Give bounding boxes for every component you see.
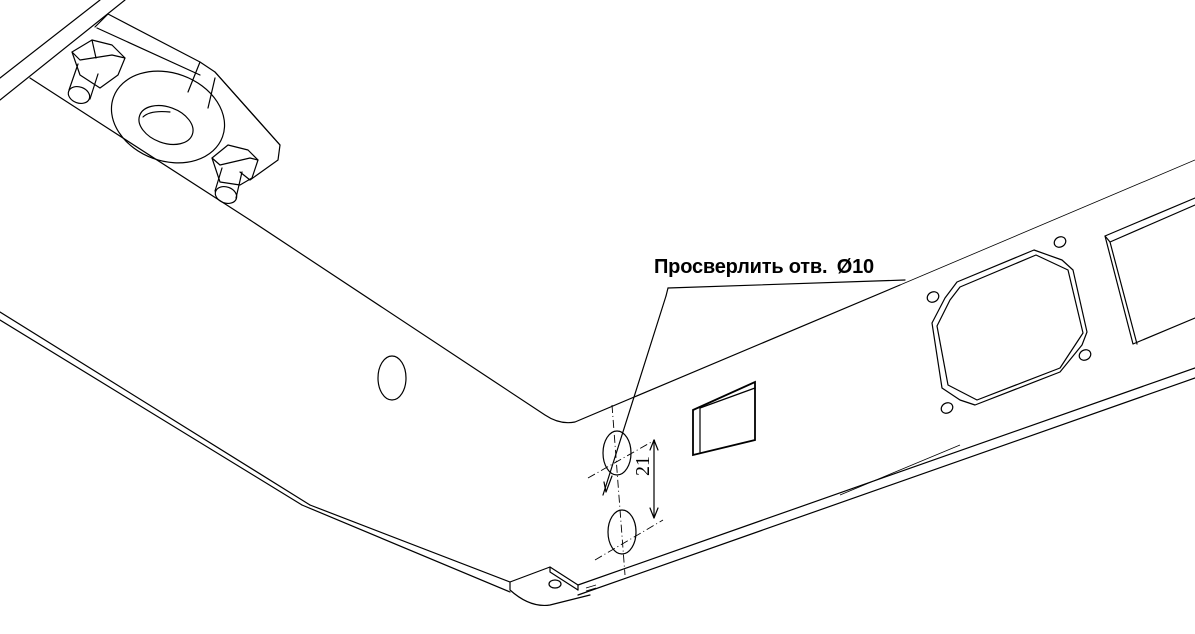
dimension-21 bbox=[649, 439, 659, 519]
diameter-symbol: Ø bbox=[836, 256, 853, 278]
bracket-with-bolts bbox=[67, 13, 281, 205]
annotation-label: Просверлить отв. bbox=[654, 256, 828, 278]
corner-tab bbox=[509, 566, 597, 607]
diameter-value: 10 bbox=[852, 256, 874, 278]
small-rectangular-cutout bbox=[692, 380, 756, 457]
drill-hole-2 bbox=[607, 509, 637, 555]
dimension-label: 21 bbox=[632, 456, 654, 476]
octagonal-fan-cutout bbox=[931, 249, 1088, 406]
drill-holes bbox=[587, 404, 664, 576]
lower-left-panel-edges bbox=[0, 311, 511, 593]
existing-hole bbox=[377, 355, 407, 401]
leader-line bbox=[602, 279, 906, 496]
panel-fold-edges bbox=[249, 159, 1195, 424]
top-left-panel-edges bbox=[0, 0, 251, 221]
mounting-holes bbox=[926, 236, 1092, 414]
drill-annotation: Просверлить отв. Ø10 bbox=[654, 256, 874, 279]
lower-right-panel-edges bbox=[577, 367, 1195, 596]
drill-hole-1 bbox=[602, 430, 632, 476]
large-rectangular-cutout bbox=[1104, 197, 1195, 345]
